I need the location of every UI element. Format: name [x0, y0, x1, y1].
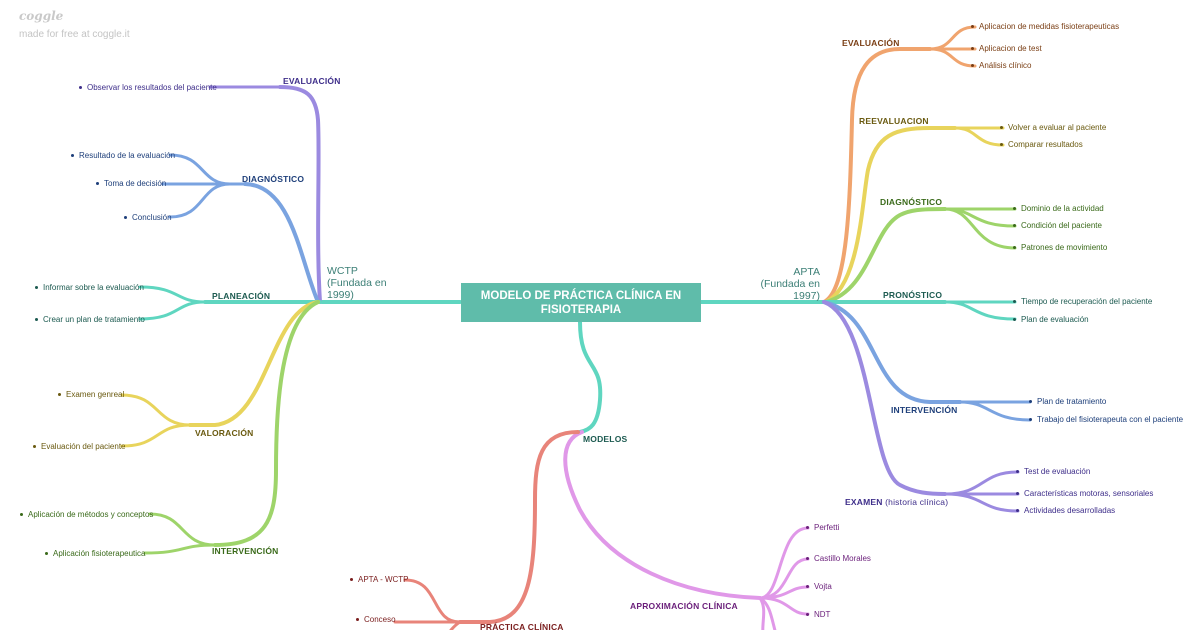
practica-item[interactable]: Conceso [351, 615, 396, 624]
apta-diagnostico-item[interactable]: Condición del paciente [1008, 221, 1102, 230]
apta-intervencion-item[interactable]: Trabajo del fisioterapeuta con el pacien… [1024, 415, 1183, 424]
connector-wctp-evaluacion [208, 85, 322, 304]
connector-wctp-intervencion [143, 300, 320, 555]
connector-wctp-planeacion [138, 285, 322, 321]
wctp-planeacion-item[interactable]: Crear un plan de tratamiento [30, 315, 145, 324]
coggle-tagline[interactable]: made for free at coggle.it [19, 29, 130, 40]
aproximacion-clinica-node[interactable]: APROXIMACIÓN CLÍNICA [630, 601, 738, 611]
apta-node[interactable]: APTA (Fundada en 1997) [760, 266, 820, 302]
connector-apta-intervencion [822, 300, 1032, 422]
apta-pronostico-item[interactable]: Plan de evaluación [1008, 315, 1089, 324]
wctp-diagnostico-item[interactable]: Toma de decisión [91, 179, 166, 188]
apta-examen-item[interactable]: Actividades desarrolladas [1011, 506, 1115, 515]
wctp-evaluacion-node[interactable]: EVALUACIÓN [283, 76, 341, 86]
wctp-planeacion-node[interactable]: PLANEACIÓN [212, 291, 271, 301]
wctp-valoracion-node[interactable]: VALORACIÓN [195, 428, 254, 438]
wctp-intervencion-node[interactable]: INTERVENCIÓN [212, 546, 279, 556]
apta-evaluacion-item[interactable]: Aplicacion de medidas fisioterapeuticas [966, 22, 1119, 31]
wctp-node[interactable]: WCTP (Fundada en 1999) [327, 265, 387, 301]
wctp-intervencion-item[interactable]: Aplicación fisioterapeutica [40, 549, 146, 558]
apta-pronostico-item[interactable]: Tiempo de recuperación del paciente [1008, 297, 1152, 306]
connector-wctp-valoracion [120, 300, 320, 448]
wctp-diagnostico-item[interactable]: Conclusión [119, 213, 172, 222]
connector-apta-reevaluacion [824, 126, 1005, 304]
apta-evaluacion-node[interactable]: EVALUACIÓN [842, 38, 900, 48]
practica-item[interactable]: APTA - WCTP [345, 575, 409, 584]
aproximacion-item[interactable]: Vojta [801, 582, 832, 591]
apta-intervencion-item[interactable]: Plan de tratamiento [1024, 397, 1106, 406]
wctp-diagnostico-node[interactable]: DIAGNÓSTICO [242, 174, 305, 184]
aproximacion-item[interactable]: Castillo Morales [801, 554, 871, 563]
wctp-planeacion-item[interactable]: Informar sobre la evaluación [30, 283, 144, 292]
wctp-valoracion-item[interactable]: Evaluación del paciente [28, 442, 126, 451]
connector-modelos-aproximacion [563, 430, 810, 630]
apta-reevaluacion-item[interactable]: Comparar resultados [995, 140, 1083, 149]
apta-examen-node[interactable]: EXAMEN (historia clínica) [845, 497, 949, 507]
apta-reevaluacion-node[interactable]: REEVALUACION [859, 116, 929, 126]
connector-central-modelos [578, 320, 603, 434]
connector-apta-evaluacion [822, 25, 977, 304]
apta-intervencion-node[interactable]: INTERVENCIÓN [891, 405, 958, 415]
apta-pronostico-node[interactable]: PRONÓSTICO [883, 290, 943, 300]
coggle-logo[interactable]: coggle [19, 9, 64, 23]
aproximacion-item[interactable]: NDT [801, 610, 830, 619]
connector-modelos-practica [393, 430, 580, 630]
apta-examen-item[interactable]: Características motoras, sensoriales [1011, 489, 1153, 498]
connector-apta-examen [822, 300, 1020, 513]
wctp-diagnostico-item[interactable]: Resultado de la evaluación [66, 151, 175, 160]
practica-clinica-node[interactable]: PRÁCTICA CLÍNICA [480, 622, 564, 632]
connector-wctp-diagnostico [161, 153, 320, 304]
central-topic[interactable]: MODELO DE PRÁCTICA CLÍNICA EN FISIOTERAP… [461, 283, 701, 322]
apta-diagnostico-node[interactable]: DIAGNÓSTICO [880, 197, 943, 207]
modelos-node[interactable]: MODELOS [583, 434, 628, 444]
apta-examen-item[interactable]: Test de evaluación [1011, 467, 1090, 476]
apta-diagnostico-item[interactable]: Dominio de la actividad [1008, 204, 1104, 213]
apta-evaluacion-item[interactable]: Aplicacion de test [966, 44, 1042, 53]
connector-apta-pronostico [820, 300, 1017, 321]
connector-apta-diagnostico [824, 207, 1017, 304]
apta-reevaluacion-item[interactable]: Volver a evaluar al paciente [995, 123, 1106, 132]
wctp-valoracion-item[interactable]: Examen genreal [53, 390, 124, 399]
wctp-evaluacion-item[interactable]: Observar los resultados del paciente [74, 83, 217, 92]
apta-diagnostico-item[interactable]: Patrones de movimiento [1008, 243, 1107, 252]
wctp-intervencion-item[interactable]: Aplicación de métodos y conceptos [15, 510, 153, 519]
apta-evaluacion-item[interactable]: Análisis clínico [966, 61, 1031, 70]
aproximacion-item[interactable]: Perfetti [801, 523, 839, 532]
